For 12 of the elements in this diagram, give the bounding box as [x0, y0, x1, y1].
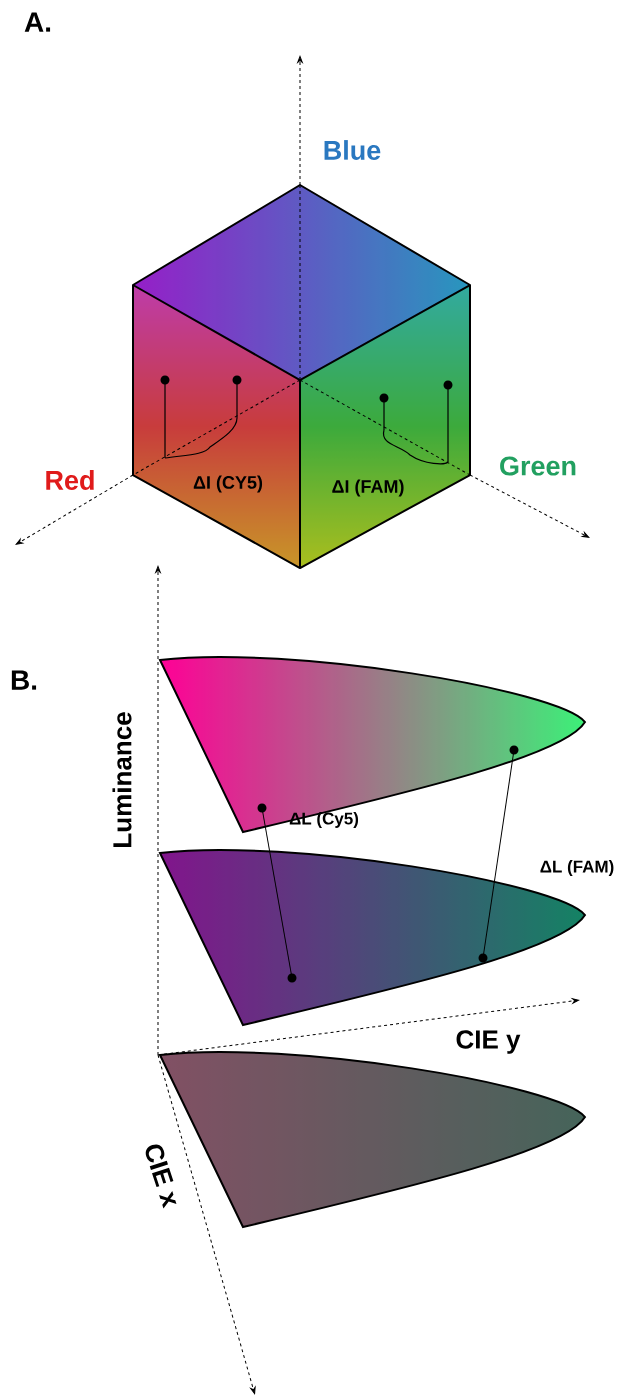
measurement-label: ΔL (Cy5) — [289, 812, 359, 828]
measurement-label: ΔI (FAM) — [332, 479, 404, 497]
axis-label: Green — [500, 456, 576, 476]
axis-label: Blue — [324, 140, 381, 160]
measurement-label: ΔI (CY5) — [193, 475, 263, 493]
axis-label: CIE x — [145, 1144, 177, 1209]
measurement-label: ΔL (FAM) — [540, 860, 614, 876]
axis-label: Luminance — [112, 712, 132, 847]
axis-label: Red — [46, 470, 94, 490]
axis-label: CIE y — [456, 1030, 521, 1054]
panel-label: B. — [11, 670, 37, 690]
panel-label: A. — [24, 12, 51, 32]
